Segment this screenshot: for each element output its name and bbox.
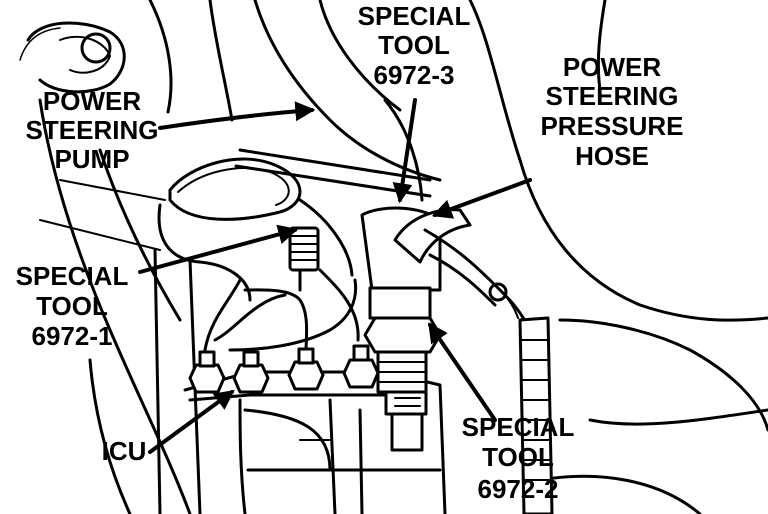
- arrow-tool-2: [428, 322, 497, 422]
- label-tool2-line-2: TOOL: [482, 442, 554, 472]
- background-structure: [19, 0, 768, 514]
- arrow-pump: [158, 101, 316, 130]
- label-hose-line-3: PRESSURE: [540, 111, 683, 141]
- label-tool3-line-2: TOOL: [378, 30, 450, 60]
- label-pump-line-1: POWER: [43, 86, 141, 116]
- label-hose-line-1: POWER: [563, 52, 661, 82]
- label-tool1-line-1: SPECIAL: [16, 261, 129, 291]
- icu-block: [183, 344, 447, 514]
- label-power-steering-pump: POWER STEERING PUMP: [26, 86, 159, 174]
- label-tool1-line-3: 6972-1: [32, 321, 113, 351]
- label-tool3-line-1: SPECIAL: [358, 1, 471, 31]
- label-tool2-line-3: 6972-2: [478, 474, 559, 504]
- label-pump-line-2: STEERING: [26, 115, 159, 145]
- special-tool-6972-1-drawing: [288, 226, 320, 292]
- label-tool3-line-3: 6972-3: [374, 60, 455, 90]
- label-special-tool-6972-1: SPECIAL TOOL 6972-1: [16, 261, 129, 351]
- leader-arrows: [138, 98, 532, 454]
- label-power-steering-pressure-hose: POWER STEERING PRESSURE HOSE: [540, 52, 683, 171]
- arrow-tool-3: [392, 98, 417, 204]
- arrow-tool-1: [138, 224, 299, 274]
- arrow-icu: [148, 390, 235, 454]
- label-tool2-line-1: SPECIAL: [462, 412, 575, 442]
- brake-lines: [157, 157, 360, 372]
- label-pump-line-3: PUMP: [54, 144, 129, 174]
- arrow-pressure-hose: [431, 178, 532, 219]
- label-special-tool-6972-2: SPECIAL TOOL 6972-2: [462, 412, 575, 504]
- label-hose-line-2: STEERING: [546, 81, 679, 111]
- label-hose-line-4: HOSE: [575, 141, 649, 171]
- pressure-hose: [393, 208, 554, 514]
- label-special-tool-6972-3: SPECIAL TOOL 6972-3: [358, 1, 471, 90]
- label-icu: ICU: [102, 436, 147, 466]
- label-icu-text: ICU: [102, 436, 147, 466]
- label-tool1-line-2: TOOL: [36, 291, 108, 321]
